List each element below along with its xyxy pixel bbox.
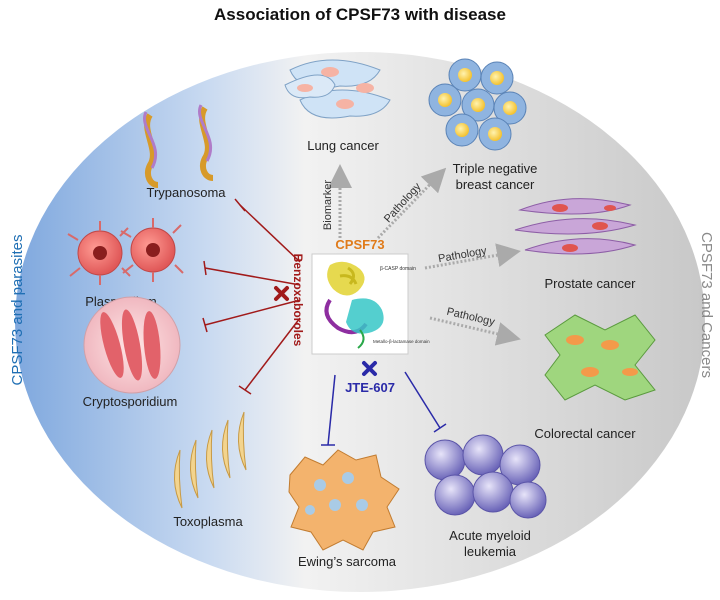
prostate-cancer-label: Prostate cancer	[544, 276, 636, 291]
colorectal-cancer-label: Colorectal cancer	[534, 426, 636, 441]
aml-illustration	[424, 434, 547, 519]
left-side-label: CPSF73 and parasites	[9, 235, 26, 386]
page-title: Association of CPSF73 with disease	[214, 5, 506, 24]
colorectal-cancer-illustration	[544, 314, 656, 401]
toxoplasma-illustration	[174, 411, 247, 509]
aml-label-line2: leukemia	[464, 544, 517, 559]
ewing-sarcoma-label: Ewing’s sarcoma	[298, 554, 397, 569]
jte607-label: JTE-607	[345, 380, 395, 395]
trypanosoma-label: Trypanosoma	[147, 185, 227, 200]
tnbc-label-line2: breast cancer	[456, 177, 535, 192]
ewing-sarcoma-illustration	[288, 449, 400, 551]
trypanosoma-illustration	[143, 104, 214, 188]
cpsf73-structure: β-CASP domain Metallo-β-lactamase domain	[311, 253, 430, 355]
tnbc-label-line1: Triple negative	[453, 161, 538, 176]
jte607-x-icon	[362, 361, 377, 376]
benzoxaboroles-inhibition-lines	[202, 198, 301, 395]
lung-cancer-illustration	[284, 59, 391, 119]
plasmodium-illustration	[67, 218, 184, 285]
cryptosporidium-label: Cryptosporidium	[83, 394, 178, 409]
lung-cancer-label: Lung cancer	[307, 138, 379, 153]
right-side-label: CPSF73 and Cancers	[698, 232, 715, 378]
beta-casp-domain-label: β-CASP domain	[380, 266, 416, 272]
benzoxaboroles-label: Benzoxaboroles	[291, 254, 305, 347]
tnbc-illustration	[428, 58, 527, 151]
benzoxaboroles-x-icon	[274, 286, 289, 301]
association-arrows	[328, 164, 521, 346]
toxoplasma-label: Toxoplasma	[173, 514, 243, 529]
cpsf73-label: CPSF73	[335, 237, 384, 252]
aml-label-line1: Acute myeloid	[449, 528, 531, 543]
mbl-domain-label: Metallo-β-lactamase domain	[373, 339, 430, 344]
prostate-cancer-illustration	[514, 198, 637, 255]
cryptosporidium-illustration	[83, 296, 181, 394]
biomarker-arrow-label: Biomarker	[322, 180, 334, 230]
jte607-inhibition-lines	[321, 371, 447, 446]
